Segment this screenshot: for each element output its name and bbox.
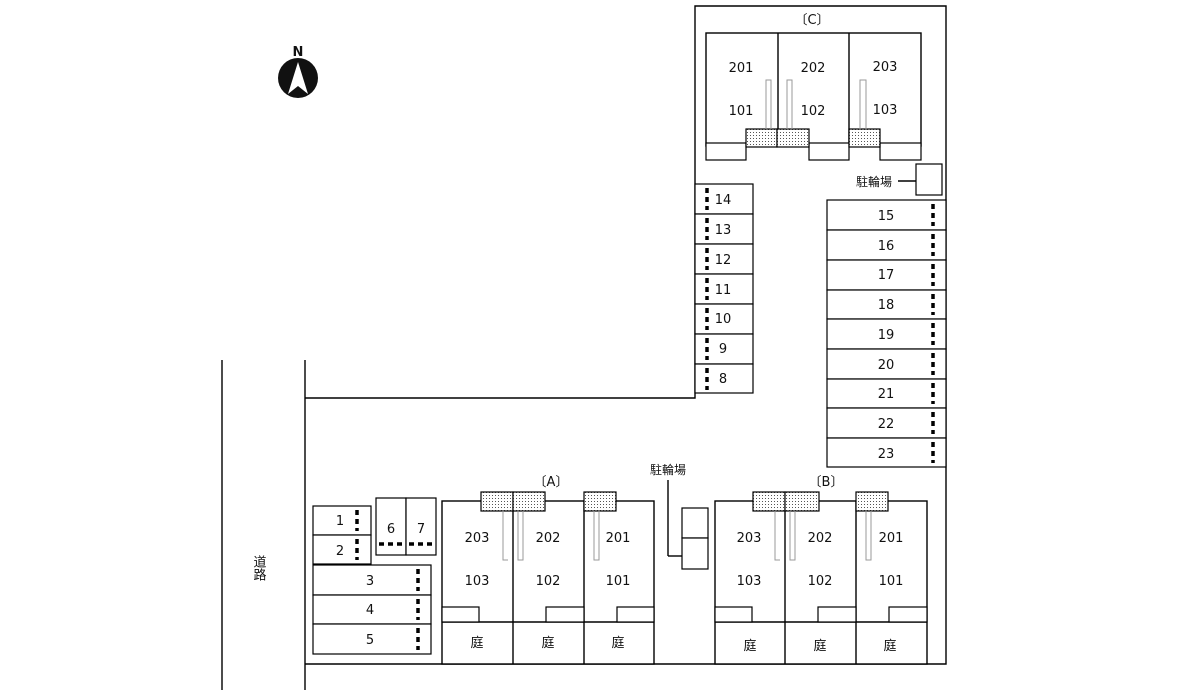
parking-23: 23 xyxy=(878,447,895,462)
road-label: 道路 xyxy=(251,555,267,581)
garden-a-1: 庭 xyxy=(470,635,483,651)
parking-1: 1 xyxy=(336,514,344,529)
garden-b-1: 庭 xyxy=(743,638,756,654)
unit-a-upper-3: 201 xyxy=(606,531,631,546)
parking-19: 19 xyxy=(878,328,895,343)
building-c-label: 〔C〕 xyxy=(794,13,829,28)
building-a-label: 〔A〕 xyxy=(534,475,569,490)
garden-b-2: 庭 xyxy=(813,638,826,654)
unit-a-upper-2: 202 xyxy=(536,531,561,546)
bike-parking-north-label: 駐輪場 xyxy=(856,174,892,189)
building-b: 〔B〕 203 202 201 103 102 101 庭 庭 庭 xyxy=(714,475,928,665)
parking-6: 6 xyxy=(387,522,395,537)
parking-11: 11 xyxy=(715,283,732,298)
unit-c-lower-1: 101 xyxy=(729,104,754,119)
parking-22: 22 xyxy=(878,417,895,432)
parking-15: 15 xyxy=(878,209,895,224)
bike-parking-north: 駐輪場 xyxy=(856,163,943,196)
parking-21: 21 xyxy=(878,387,895,402)
building-b-label: 〔B〕 xyxy=(809,475,844,490)
north-label: N xyxy=(293,45,304,60)
parking-pair: 6 7 xyxy=(375,497,437,556)
unit-b-lower-3: 101 xyxy=(879,574,904,589)
parking-17: 17 xyxy=(878,268,895,283)
unit-a-lower-3: 101 xyxy=(606,574,631,589)
unit-b-upper-2: 202 xyxy=(808,531,833,546)
parking-small-stack: 1 2 xyxy=(312,505,372,565)
parking-4: 4 xyxy=(366,603,374,618)
unit-a-lower-2: 102 xyxy=(536,574,561,589)
unit-c-lower-3: 103 xyxy=(873,103,898,118)
parking-wide-stack: 3 4 5 xyxy=(312,564,432,655)
parking-14: 14 xyxy=(715,193,732,208)
building-a: 〔A〕 203 202 201 103 102 101 庭 庭 庭 xyxy=(441,475,655,665)
parking-right-column: 15 16 17 18 19 20 21 22 23 xyxy=(826,199,947,468)
road: 道路 xyxy=(221,360,306,690)
unit-c-upper-3: 203 xyxy=(873,60,898,75)
parking-7: 7 xyxy=(417,522,425,537)
parking-2: 2 xyxy=(336,544,344,559)
unit-b-upper-3: 201 xyxy=(879,531,904,546)
garden-a-3: 庭 xyxy=(611,635,624,651)
parking-16: 16 xyxy=(878,239,895,254)
parking-5: 5 xyxy=(366,633,374,648)
parking-20: 20 xyxy=(878,358,895,373)
parking-8: 8 xyxy=(719,372,727,387)
parking-12: 12 xyxy=(715,253,732,268)
unit-a-lower-1: 103 xyxy=(465,574,490,589)
north-arrow-icon: N xyxy=(278,45,318,98)
unit-a-upper-1: 203 xyxy=(465,531,490,546)
unit-b-upper-1: 203 xyxy=(737,531,762,546)
unit-c-lower-2: 102 xyxy=(801,104,826,119)
parking-left-column: 14 13 12 11 10 9 8 xyxy=(694,183,754,394)
unit-b-lower-2: 102 xyxy=(808,574,833,589)
parking-10: 10 xyxy=(715,312,732,327)
bike-parking-south-label: 駐輪場 xyxy=(650,462,686,477)
building-c: 〔C〕 201 202 203 101 102 103 xyxy=(705,13,922,161)
parking-9: 9 xyxy=(719,342,727,357)
unit-c-upper-2: 202 xyxy=(801,61,826,76)
garden-b-3: 庭 xyxy=(883,638,896,654)
parking-13: 13 xyxy=(715,223,732,238)
unit-c-upper-1: 201 xyxy=(729,61,754,76)
unit-b-lower-1: 103 xyxy=(737,574,762,589)
garden-a-2: 庭 xyxy=(541,635,554,651)
bike-parking-south: 駐輪場 xyxy=(650,462,709,570)
parking-18: 18 xyxy=(878,298,895,313)
parking-3: 3 xyxy=(366,574,374,589)
